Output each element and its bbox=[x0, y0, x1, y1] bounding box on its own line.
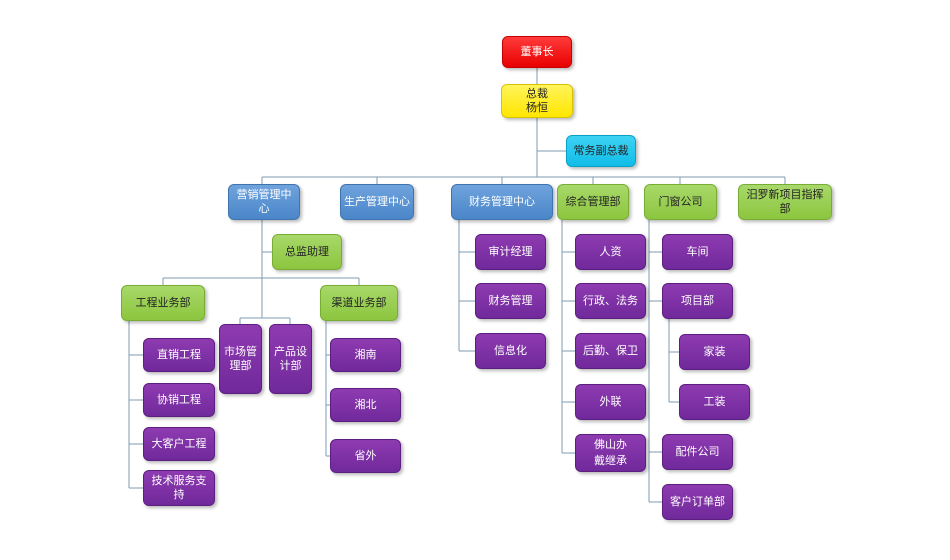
node-chairman: 董事长 bbox=[502, 36, 572, 68]
ceo-name: 杨恒 bbox=[526, 101, 548, 114]
ceo-title: 总裁 bbox=[526, 87, 548, 100]
node-tech-support: 技术服务支持 bbox=[143, 470, 215, 506]
node-parts-company: 配件公司 bbox=[662, 434, 733, 470]
node-miluo-project: 汨罗新项目指挥部 bbox=[738, 184, 832, 220]
node-marketing-center: 营销管理中心 bbox=[228, 184, 300, 220]
node-informatization: 信息化 bbox=[475, 333, 546, 369]
node-out-of-province: 省外 bbox=[330, 439, 401, 473]
node-key-account-eng: 大客户工程 bbox=[143, 427, 215, 461]
node-doors-company: 门窗公司 bbox=[644, 184, 717, 220]
node-general-dept: 综合管理部 bbox=[557, 184, 629, 220]
node-production-center: 生产管理中心 bbox=[340, 184, 414, 220]
node-home-deco: 家装 bbox=[679, 334, 750, 370]
node-xiangbei: 湘北 bbox=[330, 388, 401, 422]
node-evp: 常务副总裁 bbox=[566, 135, 636, 167]
node-product-design: 产品设计部 bbox=[269, 324, 312, 394]
node-project-dept: 项目部 bbox=[662, 283, 733, 319]
node-engineering-deco: 工装 bbox=[679, 384, 750, 420]
node-channel-dept: 渠道业务部 bbox=[320, 285, 398, 321]
node-foshan-office: 佛山办 戴继承 bbox=[575, 434, 646, 472]
node-market-mgmt: 市场管理部 bbox=[219, 324, 262, 394]
node-director-assistant: 总监助理 bbox=[272, 234, 342, 270]
node-finance-center: 财务管理中心 bbox=[451, 184, 553, 220]
node-xiangnan: 湘南 bbox=[330, 338, 401, 372]
node-direct-sales-eng: 直销工程 bbox=[143, 338, 215, 372]
node-hr: 人资 bbox=[575, 234, 646, 270]
node-co-sales-eng: 协销工程 bbox=[143, 383, 215, 417]
node-ceo: 总裁 杨恒 bbox=[501, 84, 573, 118]
node-audit-manager: 审计经理 bbox=[475, 234, 546, 270]
node-financial-mgmt: 财务管理 bbox=[475, 283, 546, 319]
node-external-relations: 外联 bbox=[575, 384, 646, 420]
node-engineering-dept: 工程业务部 bbox=[121, 285, 205, 321]
node-admin-legal: 行政、法务 bbox=[575, 283, 646, 319]
node-logistics-security: 后勤、保卫 bbox=[575, 333, 646, 369]
node-customer-orders: 客户订单部 bbox=[662, 484, 733, 520]
node-workshop: 车间 bbox=[662, 234, 733, 270]
